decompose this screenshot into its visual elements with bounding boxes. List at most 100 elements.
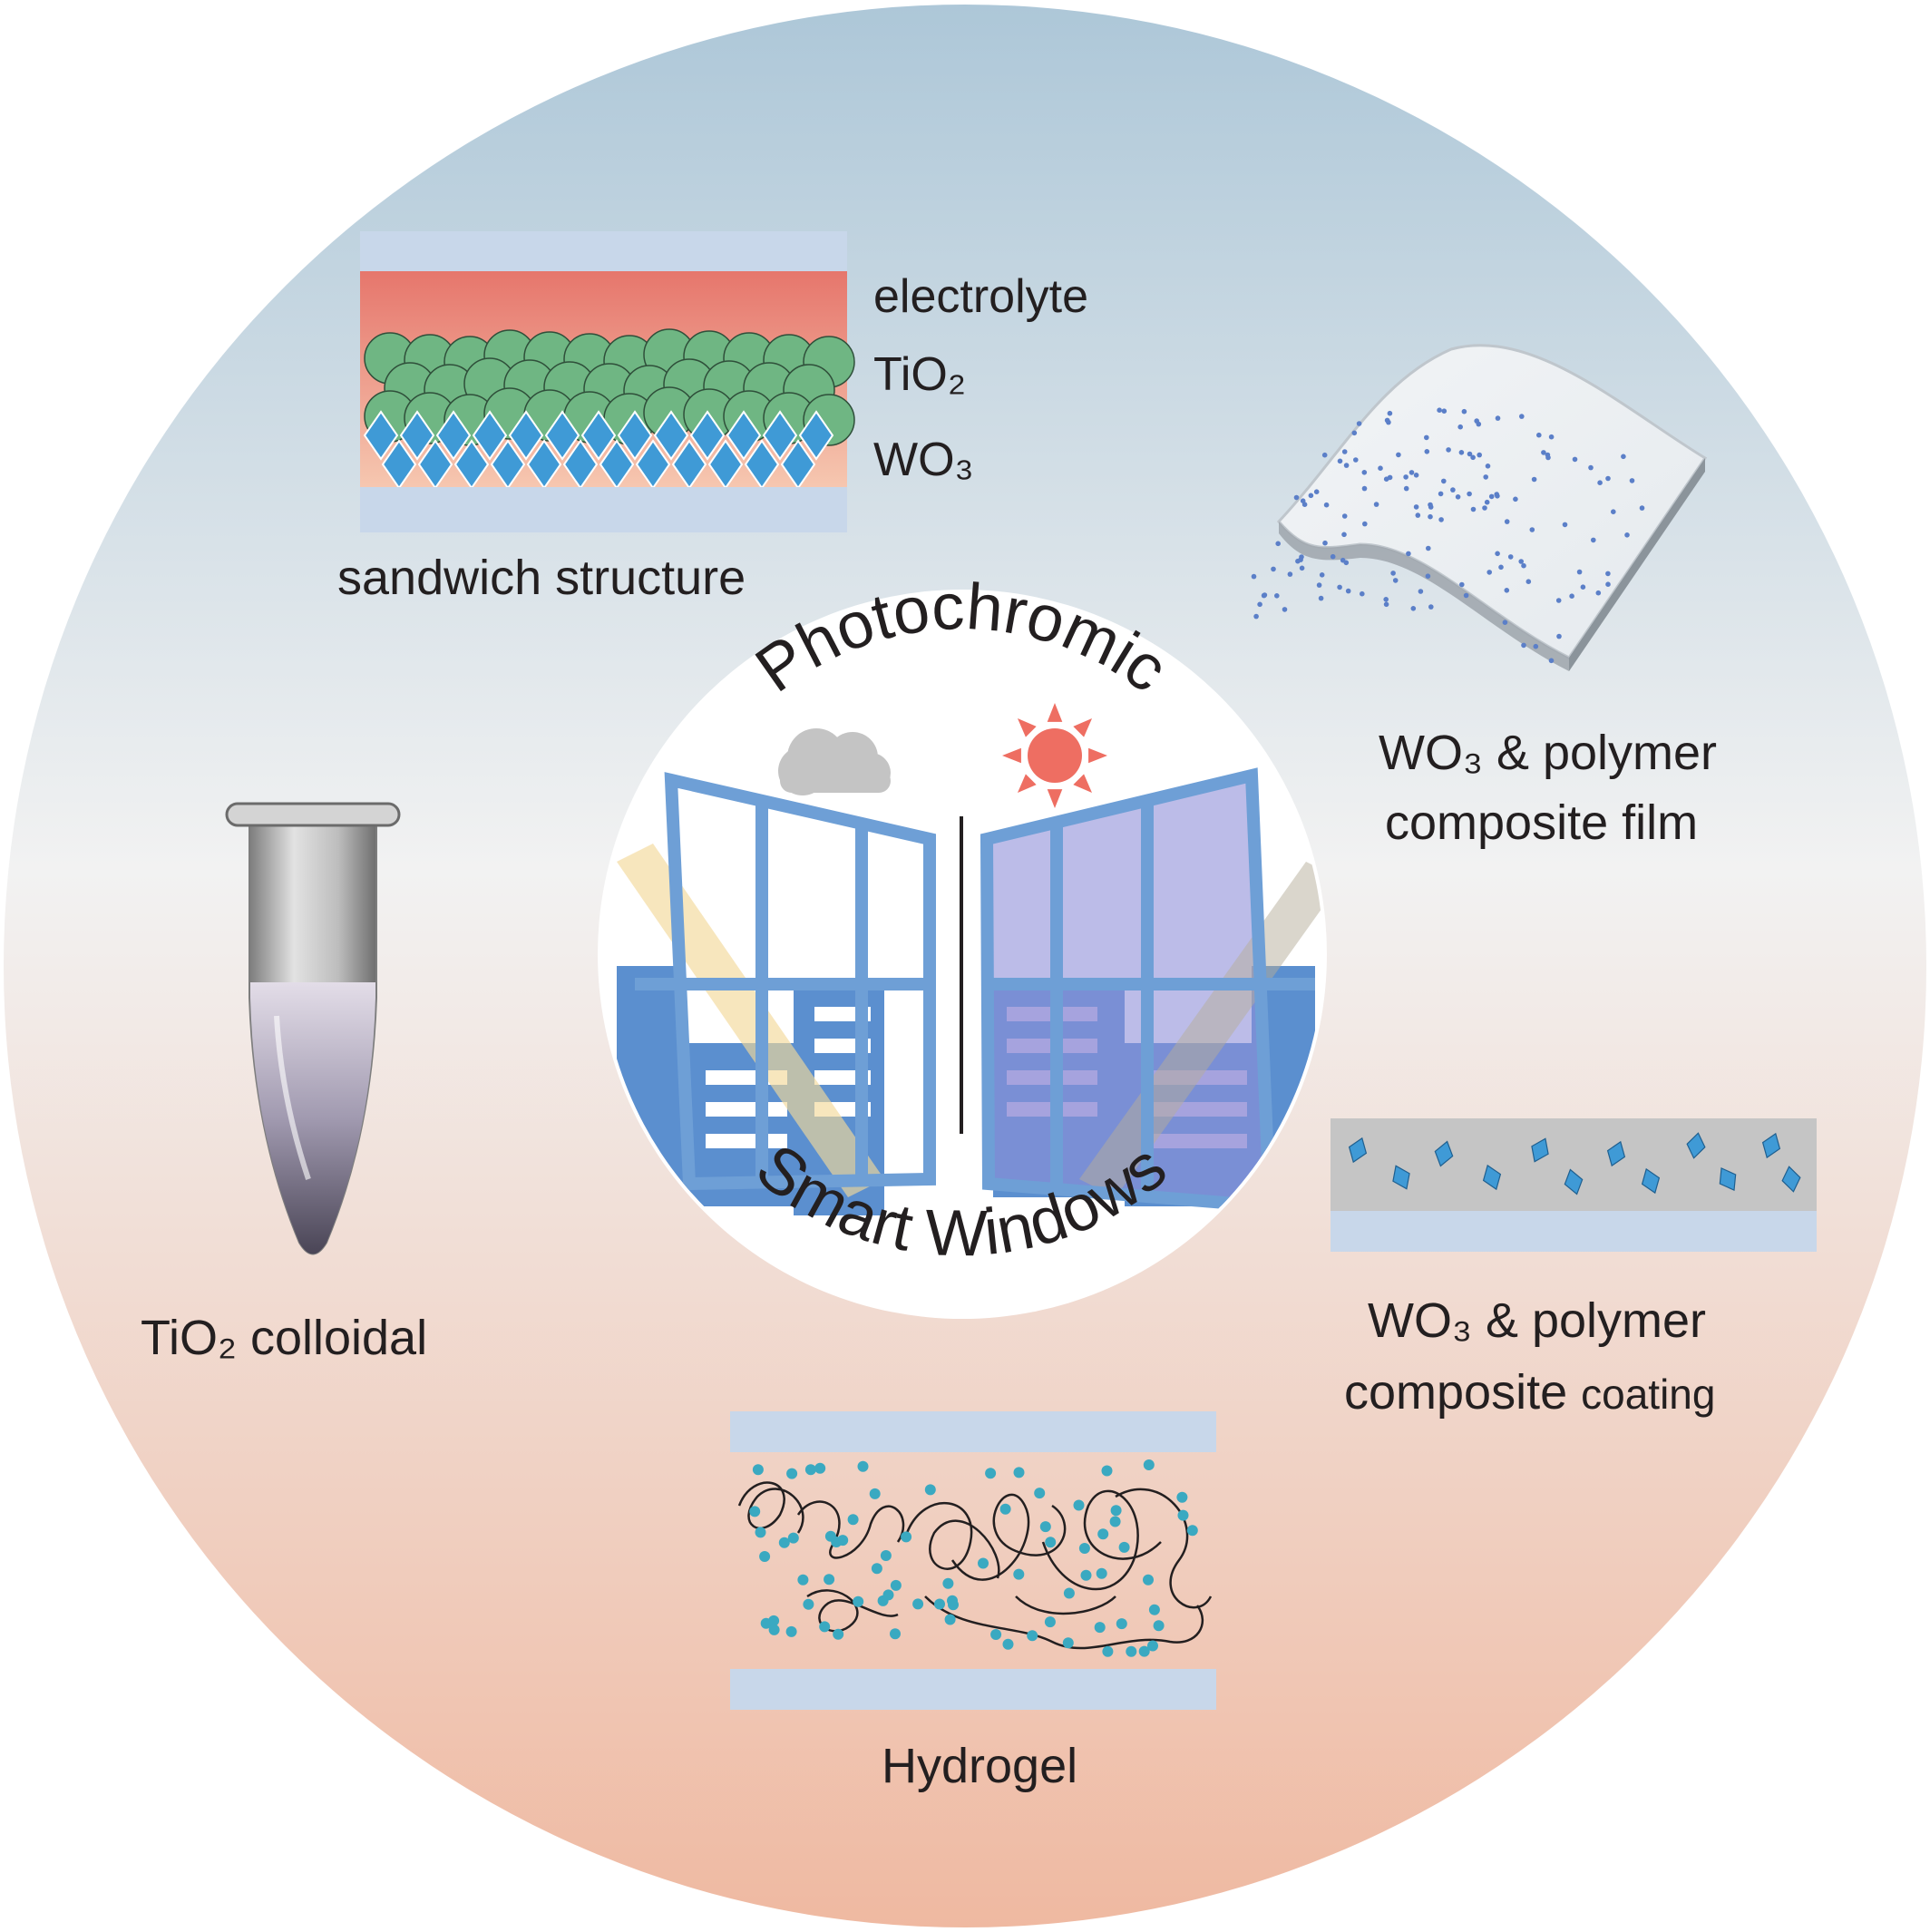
hydrogel-dot xyxy=(786,1468,798,1479)
tube-highlight xyxy=(274,1015,311,1180)
film-dot xyxy=(1299,554,1304,560)
hydrogel-dot xyxy=(882,1589,894,1601)
hydrogel-dot xyxy=(1176,1491,1188,1503)
hydrogel-dot xyxy=(1126,1645,1137,1657)
tio2-tube xyxy=(225,802,401,1255)
film-dot xyxy=(1356,421,1362,426)
coating-particle xyxy=(1781,1166,1801,1193)
hydrogel-dot xyxy=(890,1628,901,1640)
film-dot xyxy=(1548,658,1555,664)
film-dot xyxy=(1362,521,1368,527)
film-dot xyxy=(1361,485,1368,492)
film-dot xyxy=(1275,541,1281,547)
film-dot xyxy=(1529,527,1535,532)
film-dot xyxy=(1463,592,1469,599)
film-dot xyxy=(1576,569,1583,575)
film-dot xyxy=(1591,537,1596,543)
film-dot xyxy=(1319,572,1325,578)
hydrogel-dot xyxy=(1063,1587,1075,1599)
film-dot xyxy=(1428,502,1433,508)
sandwich-structure xyxy=(360,231,855,532)
film-dot xyxy=(1470,506,1477,512)
hydrogel-dot xyxy=(824,1574,835,1586)
hydrogel-dot xyxy=(1138,1645,1150,1657)
hydrogel-dot xyxy=(847,1514,859,1526)
hydrogel-dot xyxy=(1143,1459,1155,1470)
film-dot xyxy=(1498,564,1504,571)
hydrogel-dot xyxy=(837,1535,849,1547)
film-dot xyxy=(1322,540,1328,546)
film-dot xyxy=(1495,415,1501,421)
film-dot xyxy=(1403,485,1409,492)
hydrogel-dot xyxy=(833,1628,844,1640)
film-dot xyxy=(1531,476,1537,483)
film-dot xyxy=(1485,463,1491,469)
hydrogel-dot xyxy=(1078,1543,1090,1554)
caption-coating-line2: composite coating xyxy=(1344,1365,1715,1420)
film-side xyxy=(1569,458,1705,671)
film-dot xyxy=(1387,410,1393,416)
coating-particle xyxy=(1686,1132,1706,1159)
composite-film xyxy=(1251,344,1708,671)
film-dot xyxy=(1441,408,1448,415)
film-dot xyxy=(1482,505,1487,511)
cloud-icon xyxy=(778,728,891,795)
hydrogel-dot xyxy=(912,1598,924,1610)
film-dot xyxy=(1621,454,1626,460)
hydrogel-dot xyxy=(1013,1467,1025,1478)
film-dot xyxy=(1483,474,1488,480)
film-dot xyxy=(1413,473,1419,478)
hydrogel-dot xyxy=(947,1595,958,1606)
film-dot xyxy=(1383,597,1389,602)
label-electrolyte: electrolyte xyxy=(873,270,1088,323)
caption-hydrogel: Hydrogel xyxy=(882,1739,1077,1793)
film-dot xyxy=(1390,571,1396,576)
hydrogel-dot xyxy=(1097,1528,1109,1540)
hydrogel-dot xyxy=(942,1577,954,1589)
wo3-particles xyxy=(363,410,834,490)
film-dot xyxy=(1450,487,1456,493)
film-dot xyxy=(1588,464,1594,471)
film-dot xyxy=(1569,593,1574,599)
right-window-tinted xyxy=(980,767,1323,1214)
film-dot xyxy=(1373,502,1379,507)
film-dot xyxy=(1353,457,1359,463)
hydrogel-dot xyxy=(1080,1569,1092,1581)
hydrogel-dot xyxy=(749,1506,761,1517)
hydrogel-dot xyxy=(1044,1616,1056,1628)
film-dot xyxy=(1461,408,1467,415)
film-dot xyxy=(1396,452,1401,458)
wo3-particle xyxy=(617,410,653,461)
hydrogel-dot xyxy=(1101,1465,1113,1477)
film-dot xyxy=(1383,601,1389,608)
film-dot xyxy=(1253,613,1259,620)
hydrogel-dot xyxy=(803,1598,814,1610)
film-dot xyxy=(1455,494,1461,500)
film-dot xyxy=(1323,502,1330,508)
film-dot xyxy=(1536,432,1542,438)
caption-tio2-colloidal: TiO₂ colloidal xyxy=(141,1311,427,1365)
caption-coating-line2-small: coating xyxy=(1581,1371,1715,1418)
film-dot xyxy=(1409,470,1415,475)
film-dot xyxy=(1413,504,1419,510)
film-dot xyxy=(1470,454,1476,461)
composite-coating xyxy=(1331,1118,1817,1252)
film-dot xyxy=(1343,463,1350,468)
film-dot xyxy=(1545,454,1551,461)
film-dot xyxy=(1605,571,1611,577)
caption-film-line2: composite film xyxy=(1385,795,1698,850)
film-dot xyxy=(1257,601,1262,608)
film-dot xyxy=(1308,493,1314,499)
film-dot xyxy=(1572,456,1578,463)
hydrogel-dot xyxy=(1013,1568,1025,1580)
film-dot xyxy=(1605,581,1611,587)
film-dot xyxy=(1418,589,1424,594)
film-dot xyxy=(1406,551,1411,557)
hydrogel-dot xyxy=(1102,1645,1114,1657)
coating-particle xyxy=(1531,1137,1549,1163)
film-dot xyxy=(1519,414,1525,419)
film-dot xyxy=(1300,498,1306,503)
hydrogel-dot xyxy=(1153,1620,1165,1632)
wo3-particle xyxy=(762,410,798,461)
film-dot xyxy=(1484,499,1490,505)
